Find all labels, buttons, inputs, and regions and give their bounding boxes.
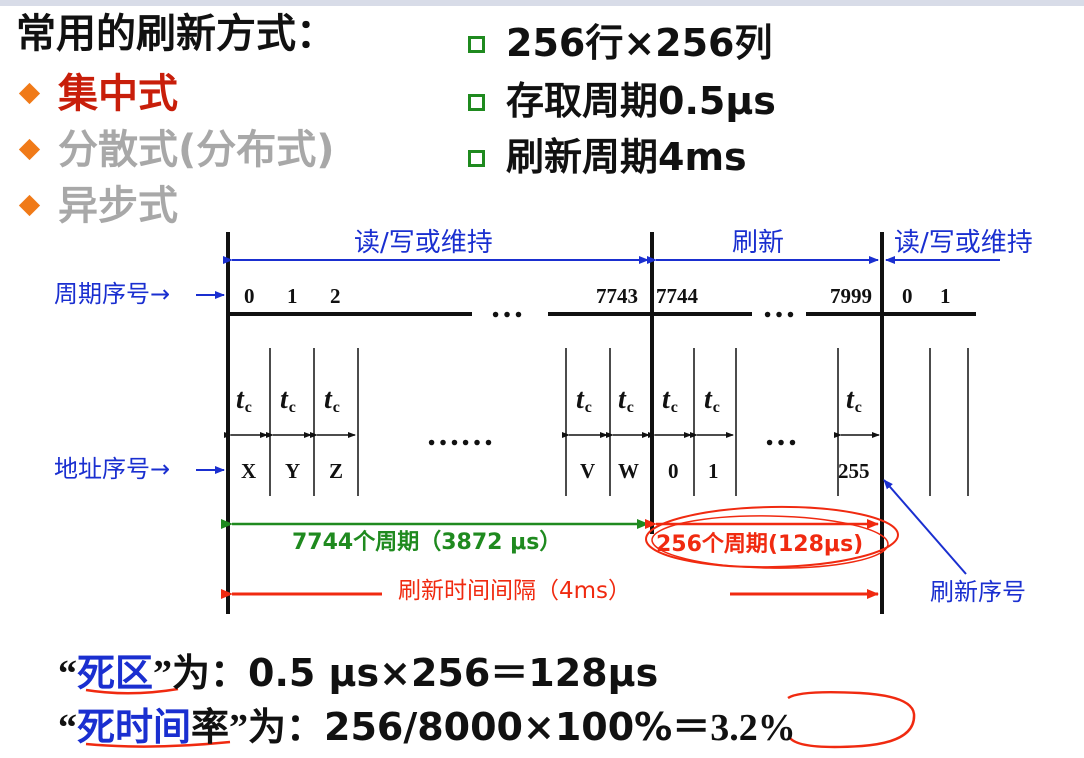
address-value: Y xyxy=(285,459,301,483)
tc-label: tc xyxy=(846,384,862,416)
address-value: 0 xyxy=(668,459,679,483)
ellipsis-mid-1: …… xyxy=(426,416,494,453)
cycle-label: 周期序号→ xyxy=(54,280,171,308)
top-strip xyxy=(0,0,1084,6)
rw-period-label: 7744个周期（3872 μs） xyxy=(292,530,562,555)
tc-label: tc xyxy=(236,384,252,416)
address-value: W xyxy=(618,459,639,483)
cycle-number: 0 xyxy=(902,284,913,308)
spec-refresh-cycle: 刷新周期4ms xyxy=(506,135,747,179)
dead-zone-formula: “死区”为：0.5 μs×256＝128μs xyxy=(58,651,659,695)
address-value: 1 xyxy=(708,459,719,483)
cycle-number: 7743 xyxy=(596,284,638,308)
method-async: 异步式 xyxy=(58,183,178,229)
heading: 常用的刷新方式： xyxy=(16,11,336,57)
bullet-square-icon xyxy=(468,36,485,53)
tc-label: tc xyxy=(704,384,720,416)
spec-access-cycle: 存取周期0.5μs xyxy=(506,79,776,123)
ellipsis-mid-2: … xyxy=(764,416,798,453)
tc-label: tc xyxy=(618,384,634,416)
cycle-number: 7744 xyxy=(656,284,698,308)
refresh-seq-label: 刷新序号 xyxy=(930,578,1026,606)
address-value: Z xyxy=(329,459,344,483)
cycle-number: 0 xyxy=(244,284,255,308)
refresh-period-label: 256个周期(128μs) xyxy=(656,532,864,557)
tc-label: tc xyxy=(280,384,296,416)
cycle-number: 7999 xyxy=(830,284,872,308)
phase-label-rw-2: 读/写或维持 xyxy=(894,228,1033,258)
dead-ratio-formula: “死时间率”为：256/8000×100%＝3.2% xyxy=(58,705,796,749)
phase-label-refresh: 刷新 xyxy=(732,228,785,258)
bullet-square-icon xyxy=(468,150,485,167)
dead-zone-term: 死区 xyxy=(77,651,154,695)
cycle-number: 1 xyxy=(940,284,951,308)
address-value: 255 xyxy=(838,459,870,483)
spec-size: 256行×256列 xyxy=(506,21,773,65)
phase-label-rw: 读/写或维持 xyxy=(354,228,493,258)
tc-label: tc xyxy=(324,384,340,416)
dead-time-term: 死时间 xyxy=(77,705,192,749)
method-distributed: 分散式(分布式) xyxy=(58,127,335,173)
address-value: V xyxy=(580,459,596,483)
refresh-seq-pointer xyxy=(883,479,967,575)
dead-ratio-result: 3.2% xyxy=(710,707,796,749)
tc-label: tc xyxy=(576,384,592,416)
ellipsis-top-2: … xyxy=(762,288,796,325)
cycle-number: 2 xyxy=(330,284,341,308)
address-label: 地址序号→ xyxy=(54,455,171,483)
ellipsis-top-1: … xyxy=(490,288,524,325)
tc-label: tc xyxy=(662,384,678,416)
bullet-square-icon xyxy=(468,94,485,111)
address-value: X xyxy=(241,459,257,483)
cycle-number: 1 xyxy=(287,284,298,308)
method-centralized: 集中式 xyxy=(58,71,178,117)
interval-label: 刷新时间间隔（4ms） xyxy=(398,578,632,604)
